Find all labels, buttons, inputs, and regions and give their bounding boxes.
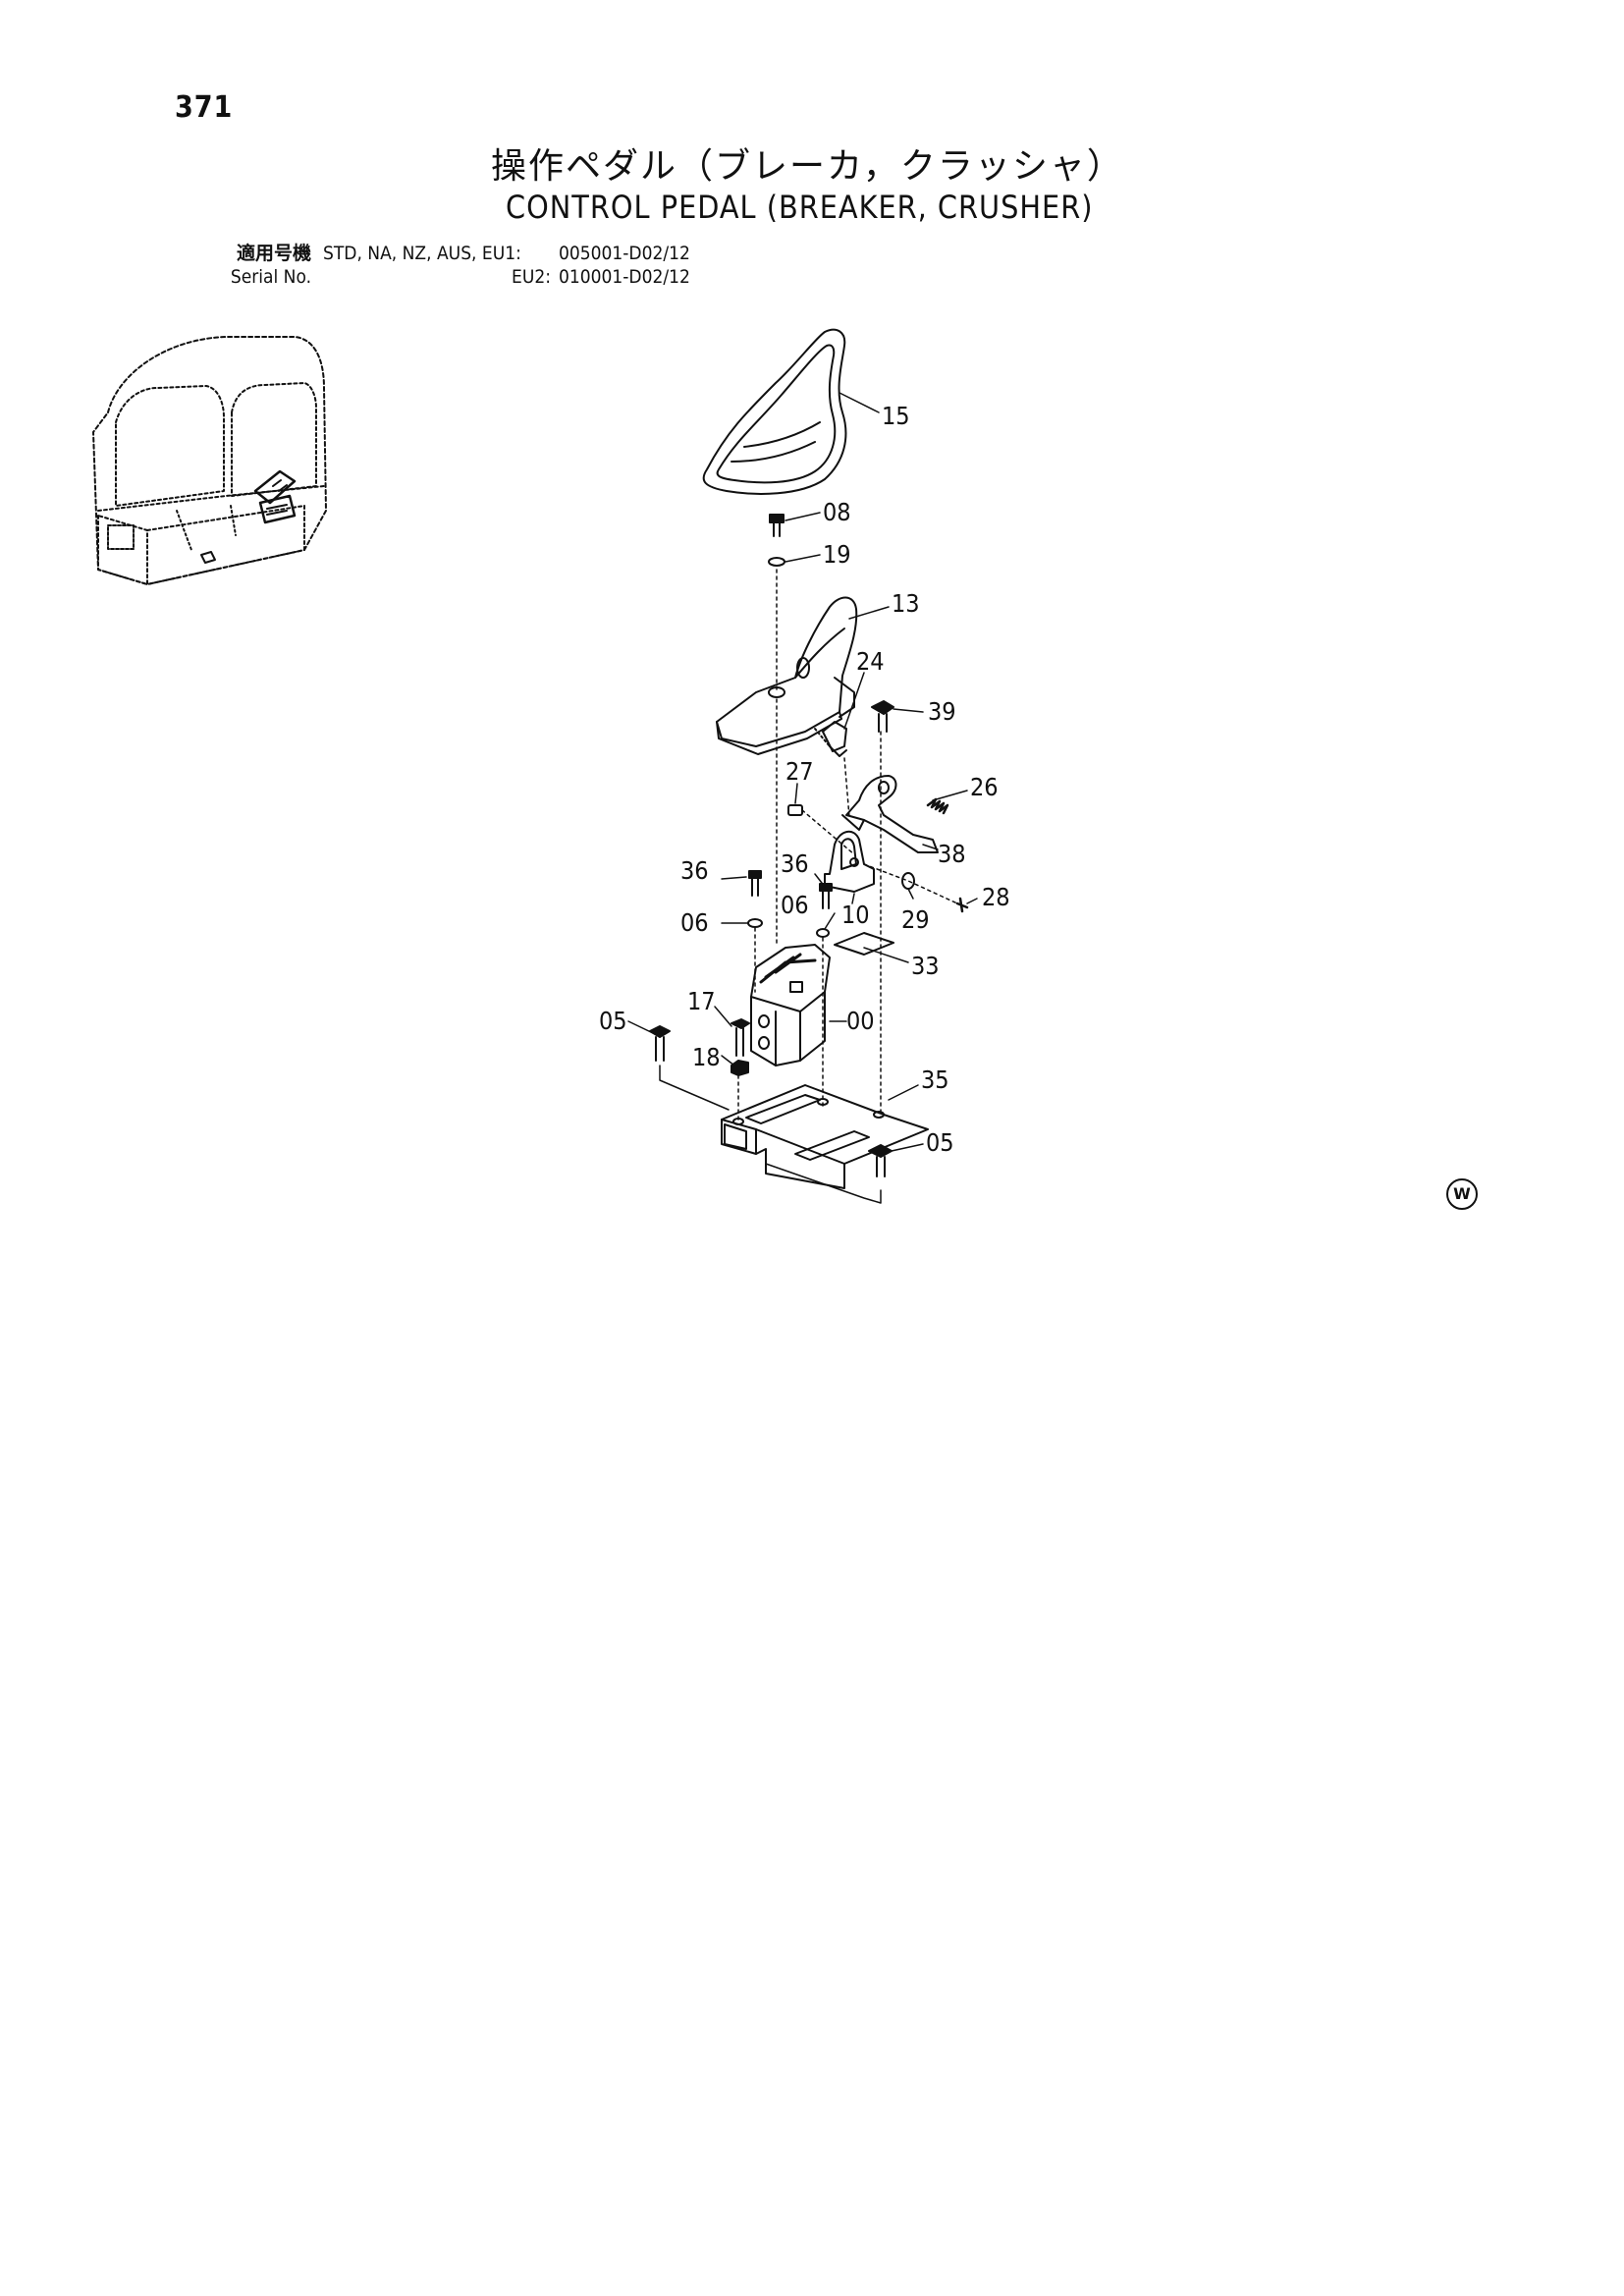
- serial-label-english: Serial No.: [230, 266, 311, 288]
- serial-range-2: 010001-D02/12: [559, 266, 690, 288]
- part-24-stopper: [814, 721, 847, 757]
- callout-24: 24: [856, 647, 885, 676]
- part-38-bracket: [841, 775, 939, 853]
- part-05-bolt-right: [765, 1144, 893, 1204]
- part-27-pin: [787, 804, 803, 816]
- part-08-bolt: [769, 514, 785, 537]
- callout-36-left: 36: [680, 856, 709, 885]
- callout-38: 38: [938, 840, 966, 868]
- part-18-nut: [731, 1060, 749, 1076]
- part-19-washer: [768, 557, 785, 567]
- callout-06-right: 06: [781, 891, 809, 919]
- callout-08: 08: [823, 498, 851, 526]
- callout-13: 13: [892, 589, 920, 618]
- part-36-screw-right: [819, 883, 833, 909]
- callout-26: 26: [970, 773, 999, 801]
- page-title-japanese: 操作ペダル（ブレーカ，クラッシャ）: [491, 146, 1124, 187]
- part-39-bolt: [871, 700, 894, 733]
- callout-00: 00: [846, 1007, 875, 1035]
- part-06-washer-right: [816, 928, 830, 938]
- part-28-pin: [955, 897, 969, 913]
- callout-27: 27: [785, 757, 814, 786]
- part-10-bracket: [824, 830, 875, 893]
- callout-05-right: 05: [926, 1128, 954, 1157]
- part-06-washer-left: [747, 918, 763, 928]
- callout-17: 17: [687, 987, 716, 1015]
- callout-19: 19: [823, 540, 851, 569]
- part-26-spring: [926, 797, 949, 815]
- callout-39: 39: [928, 697, 956, 726]
- assembly-guide-lines: [737, 698, 958, 1121]
- part-29-washer: [901, 872, 915, 890]
- part-00-pilot-valve: [750, 944, 831, 1066]
- page-number: 371: [175, 90, 234, 125]
- serial-row-1: 適用号機 STD, NA, NZ, AUS, EU1: 005001-D02/1…: [172, 242, 690, 265]
- serial-number-block: 適用号機 STD, NA, NZ, AUS, EU1: 005001-D02/1…: [172, 242, 690, 289]
- part-13-pedal: [716, 596, 858, 755]
- w-mark-symbol: W: [1446, 1178, 1478, 1210]
- part-17-bolt: [731, 1018, 750, 1057]
- serial-label-japanese: 適用号機: [236, 243, 311, 264]
- callout-35: 35: [921, 1066, 949, 1094]
- cab-reference-drawing: [92, 336, 327, 585]
- page-title-english: CONTROL PEDAL (BREAKER, CRUSHER): [506, 189, 1094, 226]
- callout-33: 33: [911, 952, 940, 980]
- callout-28: 28: [982, 883, 1010, 911]
- part-35-base-plate: [721, 1084, 929, 1189]
- callout-10: 10: [841, 901, 870, 929]
- callout-05-left: 05: [599, 1007, 627, 1035]
- serial-models-1: STD, NA, NZ, AUS, EU1:: [323, 243, 521, 264]
- callout-18: 18: [692, 1043, 721, 1071]
- part-33-gasket: [834, 932, 894, 956]
- callout-06-left: 06: [680, 908, 709, 937]
- callout-36-right: 36: [781, 849, 809, 878]
- serial-models-2: EU2:: [512, 266, 551, 288]
- part-05-bolt-left: [649, 1025, 730, 1111]
- callout-labels: 15 08 19 13 24 39 27 26 38 36 06 36 06 1…: [599, 402, 1010, 1157]
- leader-lines: [627, 392, 978, 1152]
- serial-range-1: 005001-D02/12: [559, 243, 690, 264]
- callout-29: 29: [901, 905, 930, 934]
- callout-15: 15: [882, 402, 910, 430]
- part-15-pedal-cover: [702, 328, 847, 495]
- serial-row-2: Serial No. EU2: 010001-D02/12: [172, 265, 690, 289]
- part-36-screw-left: [748, 870, 762, 897]
